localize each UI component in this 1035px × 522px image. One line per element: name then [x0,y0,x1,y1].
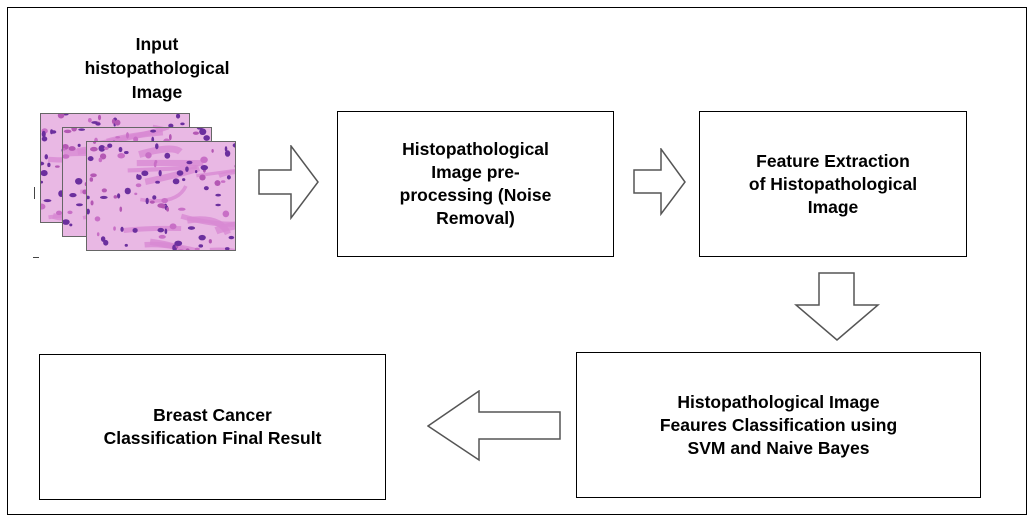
input-image-label: Input histopathological Image [84,34,230,102]
down-arrow-icon [794,272,880,341]
right-arrow-icon [633,148,686,216]
right-arrow-icon [258,145,319,220]
stray-tick-mark [34,187,35,199]
classification-box: Histopathological Image Feaures Classifi… [576,352,981,498]
final-result-label: Breast Cancer Classification Final Resul… [103,405,322,448]
stray-tick-mark [33,257,39,258]
preprocessing-box: Histopathological Image pre- processing … [337,111,614,257]
left-arrow-icon [427,390,561,462]
histology-slide-front [86,141,236,251]
preprocessing-label: Histopathological Image pre- processing … [399,139,552,228]
histopathology-image-stack [40,113,240,255]
classification-label: Histopathological Image Feaures Classifi… [659,391,898,458]
final-result-box: Breast Cancer Classification Final Resul… [39,354,386,500]
tissue-texture-front [87,142,235,250]
feature-extraction-box: Feature Extraction of Histopathological … [699,111,967,257]
feature-extraction-label: Feature Extraction of Histopathological … [748,150,918,217]
